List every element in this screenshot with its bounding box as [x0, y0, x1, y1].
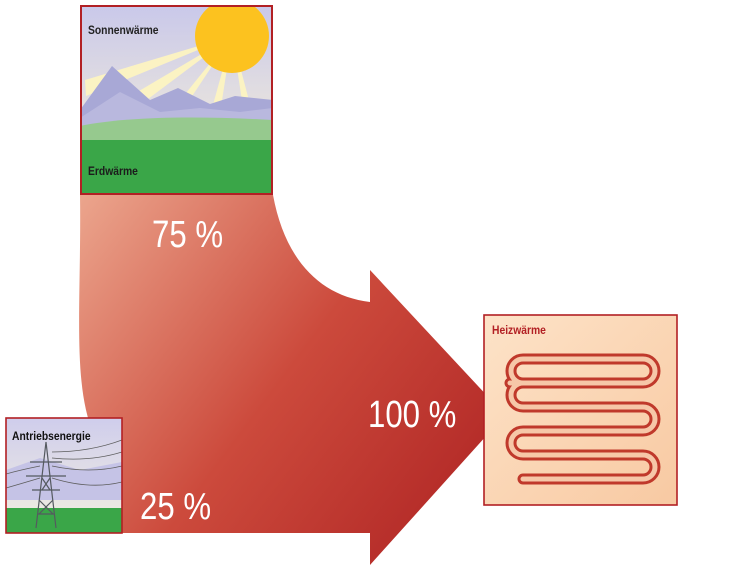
flow-arrow: [79, 195, 505, 565]
sun-icon: [195, 5, 269, 73]
total-energy-label: 100 %: [368, 394, 457, 436]
power-lines: [6, 439, 122, 489]
heating-coil-icon: [504, 353, 661, 485]
ground: [80, 140, 273, 195]
drive-energy-label: Antriebsenergie: [12, 429, 91, 443]
heating-heat-label: Heizwärme: [492, 323, 546, 337]
heating-output-box: [483, 314, 678, 506]
pylon-icon: [26, 441, 66, 529]
drive-share-label: 25 %: [140, 486, 212, 528]
environment-share-label: 75 %: [152, 214, 224, 256]
drive-energy-box: [5, 417, 123, 534]
ground-heat-label: Erdwärme: [88, 164, 138, 178]
environment-heat-box: [80, 5, 273, 195]
solar-heat-label: Sonnenwärme: [88, 23, 159, 37]
